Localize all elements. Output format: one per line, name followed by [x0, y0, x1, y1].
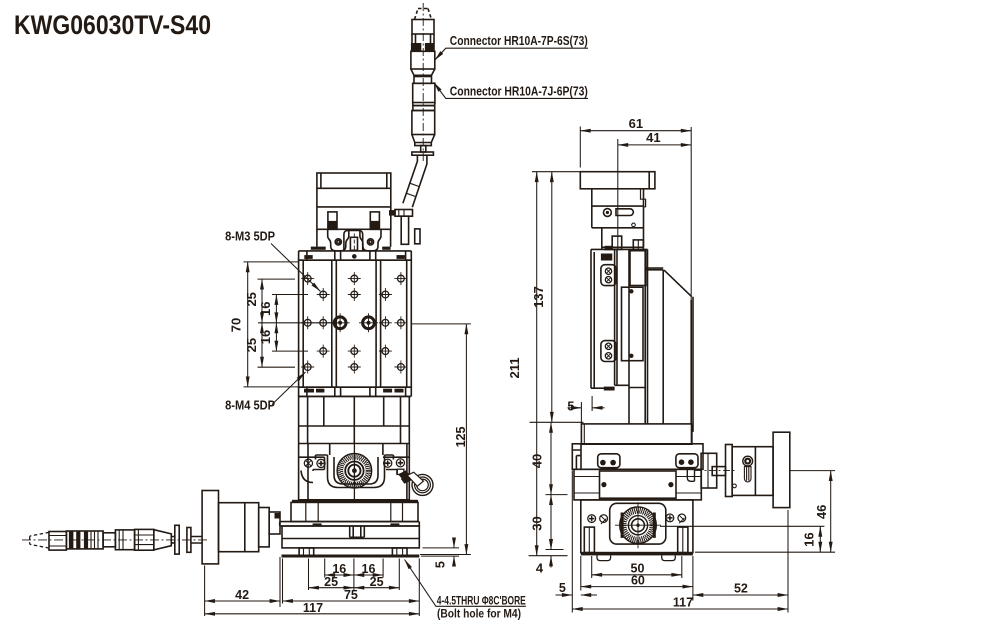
svg-text:25: 25	[324, 575, 338, 589]
svg-text:Connector HR10A-7P-6S(73): Connector HR10A-7P-6S(73)	[450, 33, 588, 48]
svg-text:117: 117	[673, 596, 693, 610]
svg-text:4-4.5THRU Φ8C'BORE: 4-4.5THRU Φ8C'BORE	[437, 595, 526, 607]
svg-text:52: 52	[734, 582, 748, 596]
svg-text:70: 70	[229, 318, 244, 332]
svg-text:5: 5	[559, 581, 566, 595]
svg-text:46: 46	[814, 505, 829, 519]
svg-text:5: 5	[567, 400, 574, 414]
svg-text:8-M4 5DP: 8-M4 5DP	[225, 399, 275, 413]
svg-text:4: 4	[536, 561, 544, 576]
svg-text:16: 16	[802, 532, 817, 546]
svg-text:(Bolt hole for M4): (Bolt hole for M4)	[437, 609, 521, 621]
svg-text:16: 16	[258, 330, 273, 344]
svg-text:25: 25	[370, 575, 384, 589]
svg-text:25: 25	[244, 292, 259, 306]
svg-text:5: 5	[434, 561, 448, 568]
svg-text:61: 61	[629, 116, 643, 131]
svg-text:25: 25	[244, 338, 259, 352]
svg-text:16: 16	[332, 562, 346, 576]
svg-text:40: 40	[530, 454, 545, 468]
svg-text:30: 30	[530, 516, 545, 530]
svg-text:42: 42	[235, 588, 249, 602]
svg-text:211: 211	[507, 358, 522, 379]
svg-text:Connector HR10A-7J-6P(73): Connector HR10A-7J-6P(73)	[450, 84, 588, 99]
svg-text:117: 117	[303, 601, 323, 615]
svg-text:60: 60	[631, 573, 645, 587]
svg-text:16: 16	[362, 562, 376, 576]
svg-text:50: 50	[631, 562, 645, 576]
svg-text:41: 41	[646, 130, 660, 145]
svg-text:KWG06030TV-S40: KWG06030TV-S40	[14, 10, 211, 40]
svg-text:125: 125	[454, 427, 468, 448]
svg-text:75: 75	[344, 588, 358, 602]
svg-text:16: 16	[258, 301, 273, 315]
svg-text:8-M3 5DP: 8-M3 5DP	[225, 229, 275, 243]
svg-text:137: 137	[531, 286, 546, 308]
